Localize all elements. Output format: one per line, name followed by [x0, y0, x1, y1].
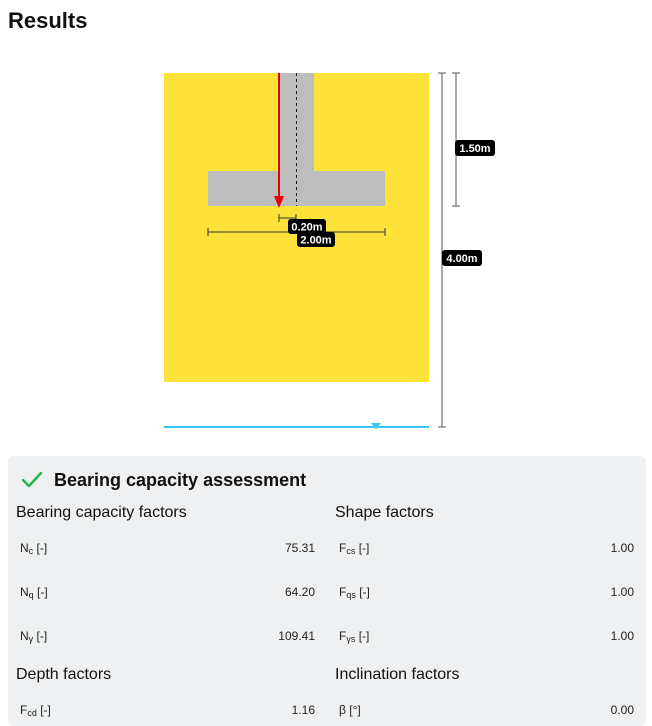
row-beta: β [°] 0.00: [339, 703, 634, 717]
section-title-inclination: Inclination factors: [335, 666, 460, 683]
row-fcs: Fcs [-] 1.00: [339, 541, 634, 556]
row-fgammas: Fγs [-] 1.00: [339, 629, 634, 644]
depth-total-dimension: [438, 72, 446, 428]
label-eccentricity: 0.20m: [288, 219, 326, 234]
section-title-depth: Depth factors: [16, 666, 112, 683]
label-depth-upper: 1.50m: [455, 140, 495, 156]
row-fcd: Fcd [-] 1.16: [20, 703, 315, 718]
row-ngamma: Nγ [-] 109.41: [20, 629, 315, 644]
row-nq: Nq [-] 64.20: [20, 585, 315, 600]
label-depth-total: 4.00m: [442, 250, 482, 266]
value-fcd: 1.16: [291, 703, 315, 717]
foundation-diagram: 0.20m 2.00m 1.50m 4.00m: [164, 72, 495, 429]
svg-text:1.50m: 1.50m: [459, 143, 490, 155]
water-table: [164, 423, 429, 429]
bearing-capacity-panel: Bearing capacity assessment Bearing capa…: [8, 456, 646, 726]
value-beta: 0.00: [610, 703, 634, 717]
row-fqs: Fqs [-] 1.00: [339, 585, 634, 600]
value-fcs: 1.00: [610, 541, 634, 555]
svg-text:2.00m: 2.00m: [300, 235, 331, 247]
depth-upper-dimension: [452, 72, 460, 207]
value-fqs: 1.00: [610, 585, 634, 599]
value-ngamma: 109.41: [278, 629, 315, 643]
page-title: Results: [8, 8, 88, 33]
check-icon: [20, 468, 44, 492]
section-title-bearing: Bearing capacity factors: [16, 504, 187, 521]
panel-title: Bearing capacity assessment: [54, 469, 307, 490]
section-title-shape: Shape factors: [335, 504, 434, 521]
value-nq: 64.20: [284, 585, 315, 599]
svg-text:0.20m: 0.20m: [291, 222, 322, 234]
label-width: 2.00m: [297, 232, 335, 247]
value-fgammas: 1.00: [610, 629, 634, 643]
value-nc: 75.31: [284, 541, 315, 555]
row-nc: Nc [-] 75.31: [20, 541, 315, 556]
svg-text:4.00m: 4.00m: [446, 253, 477, 265]
panel-header: Bearing capacity assessment: [20, 468, 306, 492]
load-arrow: [274, 73, 284, 208]
